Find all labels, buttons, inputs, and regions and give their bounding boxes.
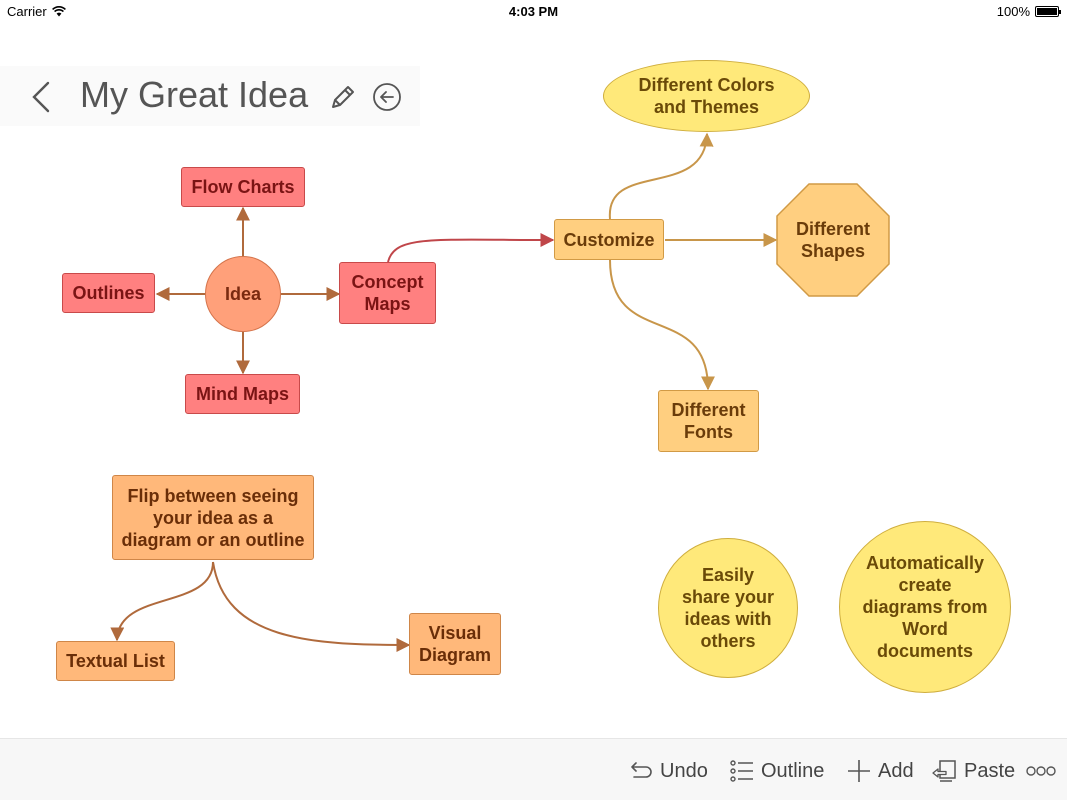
diagram-canvas[interactable]: Idea Flow Charts Outlines Mind Maps Conc… bbox=[0, 0, 1067, 740]
node-concept-maps-label: Concept Maps bbox=[351, 272, 424, 314]
document-header: My Great Idea bbox=[0, 66, 420, 126]
node-idea[interactable]: Idea bbox=[205, 256, 281, 332]
node-customize-label: Customize bbox=[563, 229, 655, 250]
node-outlines-label: Outlines bbox=[72, 283, 145, 303]
node-different-shapes[interactable] bbox=[776, 183, 890, 297]
chevron-left-icon[interactable] bbox=[28, 80, 56, 114]
node-easily-share-label: Easily share your ideas with others bbox=[681, 565, 775, 651]
add-button[interactable]: Add bbox=[846, 758, 914, 784]
node-textual-list-label: Textual List bbox=[66, 651, 165, 671]
status-left: Carrier bbox=[7, 4, 66, 19]
paste-label: Paste bbox=[964, 759, 1016, 782]
undo-button[interactable]: Undo bbox=[628, 758, 708, 784]
node-outlines[interactable]: Outlines bbox=[62, 273, 155, 313]
node-idea-label: Idea bbox=[224, 284, 262, 304]
node-textual-list[interactable]: Textual List bbox=[56, 641, 175, 681]
document-title[interactable]: My Great Idea bbox=[80, 74, 309, 115]
edge-flip-visual bbox=[212, 561, 411, 652]
add-label: Add bbox=[878, 759, 914, 782]
plus-icon bbox=[848, 760, 870, 782]
status-bar: Carrier 4:03 PM 100% bbox=[0, 0, 1067, 22]
node-visual-diagram-label: Visual Diagram bbox=[418, 623, 492, 665]
circle-arrow-left-icon[interactable] bbox=[372, 82, 402, 112]
edge-customize-colors bbox=[608, 132, 714, 220]
wifi-icon bbox=[51, 6, 66, 17]
bottom-toolbar: Undo Outline Add Paste bbox=[0, 738, 1067, 800]
connector-layer bbox=[110, 132, 778, 652]
node-different-fonts-label: Different Fonts bbox=[671, 400, 746, 442]
node-mind-maps[interactable]: Mind Maps bbox=[185, 374, 300, 414]
undo-icon bbox=[631, 762, 652, 778]
octagon-shape bbox=[776, 183, 890, 297]
carrier-label: Carrier bbox=[7, 4, 47, 19]
node-flip-between-label: Flip between seeing your idea as a diagr… bbox=[121, 485, 305, 550]
undo-label: Undo bbox=[660, 759, 708, 782]
node-flow-charts[interactable]: Flow Charts bbox=[181, 167, 305, 207]
outline-button[interactable]: Outline bbox=[729, 758, 824, 784]
node-flip-between[interactable]: Flip between seeing your idea as a diagr… bbox=[112, 475, 314, 560]
paste-button[interactable]: Paste bbox=[932, 758, 1015, 784]
node-mind-maps-label: Mind Maps bbox=[196, 384, 289, 404]
outline-list-icon bbox=[730, 760, 753, 782]
battery-percent: 100% bbox=[996, 4, 1030, 19]
node-easily-share[interactable]: Easily share your ideas with others bbox=[658, 538, 798, 678]
more-dots-icon[interactable] bbox=[1026, 765, 1056, 777]
node-automatically-create[interactable]: Automatically create diagrams from Word … bbox=[839, 521, 1011, 693]
node-visual-diagram[interactable]: Visual Diagram bbox=[409, 613, 501, 675]
outline-label: Outline bbox=[761, 759, 825, 782]
node-different-colors-label: Different Colors and Themes bbox=[638, 75, 775, 117]
battery-fill bbox=[1037, 8, 1057, 15]
node-customize[interactable]: Customize bbox=[554, 219, 664, 260]
node-automatically-create-label: Automatically create diagrams from Word … bbox=[862, 553, 988, 661]
status-right: 100% bbox=[996, 4, 1061, 19]
node-flow-charts-label: Flow Charts bbox=[191, 177, 295, 197]
node-different-fonts[interactable]: Different Fonts bbox=[658, 390, 759, 452]
edge-customize-fonts bbox=[609, 259, 715, 391]
edge-flip-textual bbox=[110, 561, 214, 642]
paste-icon bbox=[932, 760, 956, 782]
node-different-colors[interactable]: Different Colors and Themes bbox=[603, 60, 810, 132]
pencil-icon[interactable] bbox=[328, 82, 358, 112]
status-time: 4:03 PM bbox=[508, 4, 559, 19]
node-concept-maps[interactable]: Concept Maps bbox=[339, 262, 436, 324]
edge-concept-customize bbox=[387, 232, 555, 263]
battery-icon bbox=[1035, 6, 1061, 17]
